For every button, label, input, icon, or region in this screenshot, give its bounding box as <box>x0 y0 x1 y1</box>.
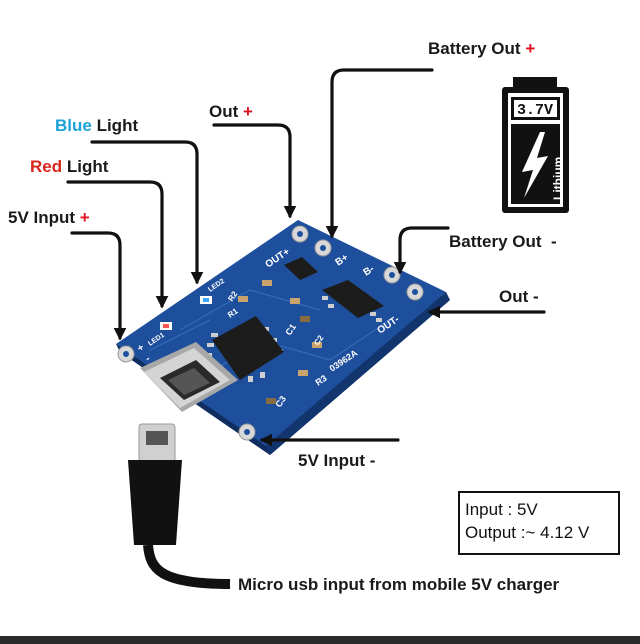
label-5v-input-minus: 5V Input - <box>298 451 376 470</box>
battery-icon: 3.7V Lithium <box>502 77 569 213</box>
label-out-minus: Out - <box>499 287 539 306</box>
label-battery-out-minus: Battery Out - <box>449 232 557 251</box>
smd-components <box>238 280 322 404</box>
arrow-out-plus <box>212 123 297 219</box>
label-red-light-word1: Red <box>30 157 63 176</box>
battery-chemistry: Lithium <box>551 157 565 200</box>
label-battery-out-plus: Battery Out + <box>428 40 535 57</box>
led-blue <box>200 296 212 304</box>
label-out-plus: Out + <box>209 103 253 120</box>
usb-cable <box>128 423 231 589</box>
battery-voltage: 3.7V <box>517 102 553 119</box>
label-5v-input-plus-text: 5V Input <box>8 208 76 227</box>
label-blue-light-word1: Blue <box>55 116 92 135</box>
arrow-battery-out-plus <box>325 68 434 239</box>
micro-usb-port <box>140 342 238 412</box>
label-micro-usb-input: Micro usb input from mobile 5V charger <box>238 575 560 594</box>
arrows <box>66 68 546 447</box>
label-out-plus-sign: + <box>243 102 253 121</box>
label-5v-input-plus: 5V Input + <box>8 209 90 226</box>
silk-in-plus: + <box>136 342 147 354</box>
spec-input: Input : 5V <box>465 500 538 519</box>
lightning-icon <box>522 132 548 198</box>
label-blue-light-word2: Light <box>96 116 139 135</box>
silk-in-minus: - <box>144 353 153 364</box>
spec-output: Output :~ 4.12 V <box>465 523 590 542</box>
label-battery-out-plus-sign: + <box>525 39 536 58</box>
label-5v-input-plus-sign: + <box>79 208 90 227</box>
arrow-blue-light <box>90 140 204 285</box>
label-red-light-word2: Light <box>66 157 109 176</box>
pcb-board: OUT+ B+ B- OUT- + - LED1 LED2 R1 R2 R3 C… <box>116 220 450 455</box>
arrow-red-light <box>66 180 169 309</box>
bottom-bar <box>0 636 640 644</box>
label-blue-light: Blue Light <box>55 117 138 134</box>
arrow-5v-input-plus <box>70 231 127 341</box>
spec-box: Input : 5V Output :~ 4.12 V <box>458 491 620 555</box>
label-out-plus-text: Out <box>209 102 239 121</box>
label-battery-out-plus-text: Battery Out <box>428 39 521 58</box>
protection-chip <box>322 280 384 322</box>
led-red <box>160 322 172 330</box>
mosfet-chip <box>284 257 318 280</box>
silk-b-minus: B- <box>362 263 377 278</box>
arrow-battery-out-minus <box>393 226 450 275</box>
label-red-light: Red Light <box>30 158 108 175</box>
